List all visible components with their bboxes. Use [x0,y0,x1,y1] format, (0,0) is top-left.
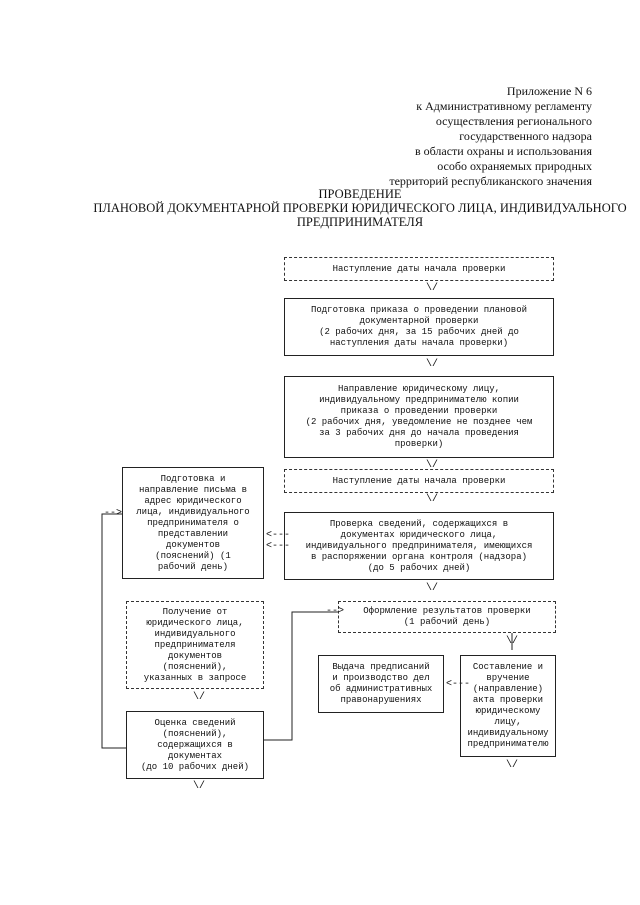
arrow-down: \/ [506,636,519,647]
arrow-down: \/ [426,583,439,594]
start-date-box-2: Наступление даты начала проверки [284,469,554,493]
arrow-right: --> [326,606,345,617]
arrow-left: <--- [446,679,471,690]
arrow-down: \/ [426,494,439,505]
receive-documents-box: Получение от юридического лица, индивиду… [126,601,264,689]
title-line: ПРЕДПРИНИМАТЕЛЯ [296,215,424,229]
connector-assess-to-results [264,611,338,741]
appendix-reference: Приложение N 6 к Административному регла… [389,84,592,189]
arrow-down: \/ [426,460,439,471]
results-box: Оформление результатов проверки (1 рабоч… [338,601,556,633]
inspection-act-box: Составление и вручение (направление) акт… [460,655,556,757]
arrow-down: \/ [426,359,439,370]
document-title: ПРОВЕДЕНИЕ ПЛАНОВОЙ ДОКУМЕНТАРНОЙ ПРОВЕР… [70,187,640,229]
start-date-box-1: Наступление даты начала проверки [284,257,554,281]
appendix-line: к Административному регламенту [416,99,592,113]
assessment-box: Оценка сведений (пояснений), содержащихс… [126,711,264,779]
arrow-left: <--- [266,541,291,552]
appendix-line: в области охраны и использования [414,144,592,158]
letter-preparation-box: Подготовка и направление письма в адрес … [122,467,264,579]
arrow-left: <--- [266,530,291,541]
appendix-line: особо охраняемых природных [437,159,592,173]
arrow-down: \/ [193,692,206,703]
order-preparation-box: Подготовка приказа о проведении плановой… [284,298,554,356]
appendix-line: территорий республиканского значения [389,174,592,188]
title-line: ПЛАНОВОЙ ДОКУМЕНТАРНОЙ ПРОВЕРКИ ЮРИДИЧЕС… [93,201,627,215]
arrow-down: \/ [506,760,519,771]
send-order-box: Направление юридическому лицу, индивидуа… [284,376,554,458]
orders-issue-box: Выдача предписаний и производство дел об… [318,655,444,713]
title-line: ПРОВЕДЕНИЕ [318,187,402,201]
arrow-right: --> [104,508,123,519]
appendix-line: осуществления регионального [435,114,592,128]
appendix-line: государственного надзора [459,129,592,143]
check-information-box: Проверка сведений, содержащихся в докуме… [284,512,554,580]
appendix-line: Приложение N 6 [506,84,592,98]
arrow-down: \/ [193,781,206,792]
connector-assess-to-letter [101,513,126,749]
arrow-down: \/ [426,283,439,294]
